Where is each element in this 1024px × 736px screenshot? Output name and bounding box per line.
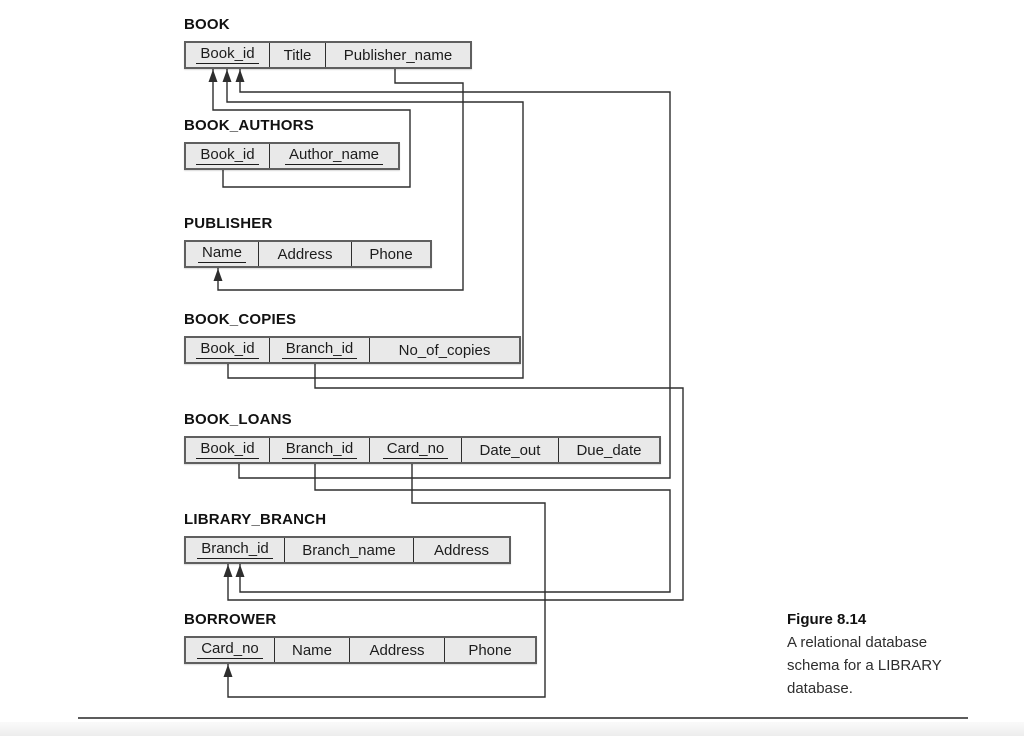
primary-key-attribute: Book_id: [196, 441, 259, 459]
attribute-cell: Branch_id: [186, 538, 285, 562]
figure-caption: Figure 8.14 A relational database schema…: [787, 608, 997, 700]
primary-key-attribute: Card_no: [382, 441, 449, 459]
attribute-cell: Card_no: [186, 638, 275, 662]
arrowhead-icon: [208, 69, 218, 82]
attribute-cell: No_of_copies: [370, 338, 519, 362]
table-name: BOOK_AUTHORS: [184, 117, 314, 134]
table-book_copies: BOOK_COPIES Book_id Branch_id No_of_copies: [184, 311, 521, 364]
table-name: LIBRARY_BRANCH: [184, 511, 327, 528]
attribute-label: Title: [283, 46, 312, 64]
figure-caption-line: schema for a LIBRARY: [787, 657, 942, 674]
table-book_loans: BOOK_LOANS Book_id Branch_id Card_no Date_ou…: [184, 411, 661, 464]
foreign-key-line: [239, 464, 671, 593]
arrowhead-icon: [223, 564, 233, 577]
arrowhead-icon: [222, 69, 232, 82]
attribute-label: Phone: [369, 245, 413, 263]
table-name: BOOK_COPIES: [184, 311, 297, 328]
attribute-cell: Phone: [352, 242, 430, 266]
attribute-label: Address: [433, 541, 490, 559]
attribute-cell: Name: [275, 638, 350, 662]
attribute-row: Name Address Phone: [184, 240, 432, 268]
primary-key-attribute: Book_id: [196, 46, 259, 64]
attribute-cell: Publisher_name: [326, 43, 470, 67]
attribute-cell: Due_date: [559, 438, 659, 462]
table-book: BOOK Book_id Title Publisher_name: [184, 16, 472, 69]
table-borrower: BORROWER Card_no Name Address Phone: [184, 611, 537, 664]
primary-key-attribute: Author_name: [284, 147, 384, 165]
attribute-label: Due_date: [576, 441, 642, 459]
attribute-cell: Book_id: [186, 43, 270, 67]
attribute-label: Publisher_name: [343, 46, 453, 64]
table-name: BORROWER: [184, 611, 277, 628]
attribute-row: Branch_id Branch_name Address: [184, 536, 511, 564]
attribute-label: Branch_name: [302, 541, 396, 559]
table-publisher: PUBLISHER Name Address Phone: [184, 215, 432, 268]
attribute-label: Phone: [468, 641, 512, 659]
primary-key-attribute: Book_id: [196, 147, 259, 165]
attribute-row: Card_no Name Address Phone: [184, 636, 537, 664]
attribute-cell: Date_out: [462, 438, 559, 462]
attribute-cell: Book_id: [186, 338, 270, 362]
attribute-label: Date_out: [479, 441, 541, 459]
attribute-cell: Card_no: [370, 438, 462, 462]
attribute-cell: Title: [270, 43, 326, 67]
attribute-cell: Address: [414, 538, 509, 562]
attribute-cell: Phone: [445, 638, 535, 662]
table-name: BOOK_LOANS: [184, 411, 292, 428]
attribute-label: Address: [277, 245, 333, 263]
attribute-cell: Book_id: [186, 144, 270, 168]
arrowhead-icon: [223, 664, 233, 677]
attribute-row: Book_id Author_name: [184, 142, 400, 170]
attribute-label: No_of_copies: [398, 341, 491, 359]
attribute-cell: Name: [186, 242, 259, 266]
primary-key-attribute: Book_id: [196, 341, 259, 359]
foreign-key-line: [227, 364, 684, 601]
table-book_authors: BOOK_AUTHORS Book_id Author_name: [184, 117, 400, 170]
primary-key-attribute: Name: [197, 245, 246, 263]
attribute-cell: Branch_id: [270, 338, 370, 362]
attribute-cell: Branch_id: [270, 438, 370, 462]
table-name: PUBLISHER: [184, 215, 273, 232]
attribute-row: Book_id Branch_id Card_no Date_out Due_date: [184, 436, 661, 464]
table-library_branch: LIBRARY_BRANCH Branch_id Branch_name Addres…: [184, 511, 511, 564]
arrowhead-icon: [235, 564, 245, 577]
primary-key-attribute: Branch_id: [281, 341, 358, 359]
page-bottom-edge: [0, 722, 1024, 736]
figure-caption-title: Figure 8.14: [787, 611, 867, 628]
attribute-row: Book_id Branch_id No_of_copies: [184, 336, 521, 364]
attribute-cell: Author_name: [270, 144, 398, 168]
primary-key-attribute: Branch_id: [281, 441, 358, 459]
attribute-label: Name: [291, 641, 332, 659]
attribute-cell: Address: [259, 242, 352, 266]
figure-caption-line: A relational database: [787, 634, 928, 651]
primary-key-attribute: Card_no: [197, 641, 263, 659]
table-name: BOOK: [184, 16, 230, 33]
page-divider-line: [78, 717, 968, 719]
arrowhead-icon: [235, 69, 245, 82]
attribute-cell: Book_id: [186, 438, 270, 462]
attribute-label: Address: [369, 641, 425, 659]
attribute-row: Book_id Title Publisher_name: [184, 41, 472, 69]
attribute-cell: Branch_name: [285, 538, 414, 562]
attribute-cell: Address: [350, 638, 445, 662]
primary-key-attribute: Branch_id: [197, 541, 273, 559]
arrowhead-icon: [213, 268, 223, 281]
figure-caption-line: database.: [787, 680, 853, 697]
